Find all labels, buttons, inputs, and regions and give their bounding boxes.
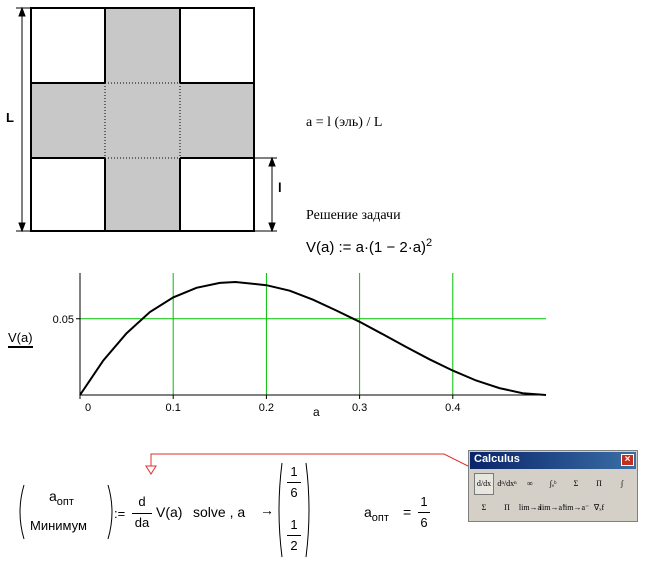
x-tick-label-3: 0.3 (352, 402, 367, 414)
palette-limit-button[interactable]: lim→a (518, 503, 542, 512)
derivative-numerator: d (138, 494, 146, 509)
function-def-exponent: 2 (426, 237, 433, 249)
result-equals: = (403, 504, 412, 520)
solve-keyword[interactable]: solve , a (193, 504, 246, 520)
lhs-top-var: a (49, 488, 57, 504)
palette-summation-range-button[interactable]: Σ (573, 479, 579, 488)
palette-definite-integral-button[interactable]: ∫ₐᵇ (549, 479, 557, 488)
palette-infinity-button[interactable]: ∞ (527, 479, 533, 488)
palette-limit-right-button[interactable]: lim→a⁺ (539, 503, 567, 512)
palette-derivative-button[interactable]: d/dx (474, 473, 494, 495)
derivative-fraction-bar (132, 513, 152, 514)
fold-lines (104, 82, 181, 159)
solution-2-bar (287, 535, 301, 536)
result-var: a (364, 504, 372, 520)
cross-outline (30, 7, 255, 232)
x-tick-label-0: 0 (85, 402, 91, 414)
symbolic-arrow: → (260, 502, 274, 518)
x-tick-label-4: 0.4 (445, 402, 460, 414)
cross-diagram (16, 6, 277, 233)
assign-operator: := (114, 506, 126, 521)
palette-vector-calculus-button[interactable]: ∇ₓf (593, 503, 605, 512)
result-numerator: 1 (420, 494, 428, 509)
definition-text[interactable]: a = l (эль) / L (306, 115, 383, 130)
dimension-l (254, 156, 277, 233)
derivative-function: V(a) (156, 504, 183, 520)
plot-y-axis-label: V(a) (8, 330, 33, 348)
series-line-0 (79, 280, 547, 396)
result-lhs[interactable]: aопт (364, 504, 389, 524)
solve-lhs-vector[interactable]: aопт Минимум (16, 482, 116, 542)
solution-1-denominator: 6 (290, 485, 298, 500)
palette-title-bar[interactable]: Calculus × (470, 452, 636, 469)
y-tick-label-0: 0.05 (53, 314, 74, 326)
dimension-L-label: L (6, 110, 14, 125)
function-definition[interactable]: V(a) := a·(1 − 2·a)2 (306, 237, 432, 256)
palette-nth-derivative-button[interactable]: dⁿ/dxⁿ (497, 479, 517, 488)
solution-vector[interactable]: 1 6 1 2 (276, 460, 312, 560)
solution-2-numerator: 1 (290, 517, 298, 532)
solution-1-numerator: 1 (290, 464, 298, 479)
result-denominator: 6 (420, 515, 428, 530)
v-of-a-plot[interactable]: 0 0.1 0.2 0.3 0.4 0.05 (0, 265, 560, 425)
plot-x-axis-label: a (313, 405, 320, 419)
palette-summation-button[interactable]: Σ (481, 503, 487, 512)
dimension-l-label: l (278, 180, 282, 195)
palette-product-range-button[interactable]: Π (596, 479, 602, 488)
result-fraction-bar (418, 512, 430, 513)
solution-heading[interactable]: Решение задачи (306, 208, 401, 223)
function-def-body: V(a) := a·(1 − 2·a) (306, 239, 427, 256)
palette-limit-left-button[interactable]: lim→a⁻ (562, 503, 590, 512)
lhs-top-sub: опт (56, 495, 74, 508)
solution-2-denominator: 2 (290, 538, 298, 553)
cross-horizontal-bar (31, 83, 254, 158)
x-tick-label-1: 0.1 (166, 402, 181, 414)
lhs-bottom-label: Минимум (30, 518, 87, 533)
palette-title: Calculus (474, 453, 520, 465)
close-icon[interactable]: × (621, 454, 634, 466)
derivative-denominator: da (134, 515, 150, 530)
x-tick-label-2: 0.2 (259, 402, 274, 414)
result-sub: опт (371, 511, 389, 524)
dimension-L (16, 6, 30, 233)
palette-pointer-arrow (145, 453, 477, 475)
palette-indefinite-integral-button[interactable]: ∫ (620, 479, 624, 488)
solution-1-bar (287, 482, 301, 483)
palette-product-button[interactable]: Π (504, 503, 510, 512)
